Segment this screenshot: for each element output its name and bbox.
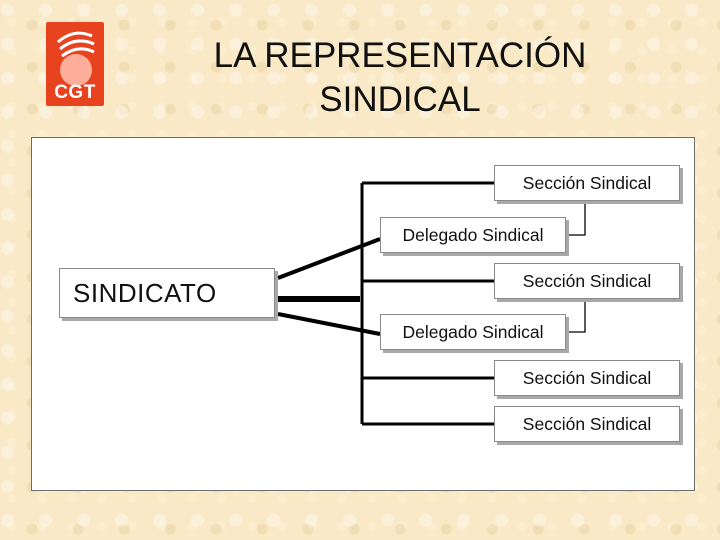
node-label: Sección Sindical	[522, 172, 652, 193]
connector-lines	[277, 181, 586, 426]
node-label: Sección Sindical	[522, 367, 652, 388]
title-line-2: SINDICAL	[319, 80, 481, 119]
diagram-panel: SINDICATO Sección Sindical Delegado Sind…	[31, 137, 695, 491]
node-label: Sección Sindical	[522, 270, 652, 291]
page-title: LA REPRESENTACIÓN SINDICAL	[150, 34, 650, 122]
node-seccion-sindical: Sección Sindical	[494, 360, 680, 396]
node-sindicato-label: SINDICATO	[73, 277, 217, 308]
node-label: Delegado Sindical	[402, 321, 544, 342]
logo-text: CGT	[54, 82, 96, 103]
node-seccion-sindical: Sección Sindical	[494, 165, 680, 201]
node-label: Sección Sindical	[522, 413, 652, 434]
node-sindicato: SINDICATO	[59, 268, 275, 318]
title-line-1: LA REPRESENTACIÓN	[213, 36, 587, 75]
node-seccion-sindical: Sección Sindical	[494, 263, 680, 299]
node-seccion-sindical: Sección Sindical	[494, 406, 680, 442]
node-delegado-sindical: Delegado Sindical	[380, 217, 566, 253]
cgt-logo: CGT	[46, 22, 104, 106]
node-label: Delegado Sindical	[402, 224, 544, 245]
node-delegado-sindical: Delegado Sindical	[380, 314, 566, 350]
logo-graphic	[57, 31, 95, 86]
